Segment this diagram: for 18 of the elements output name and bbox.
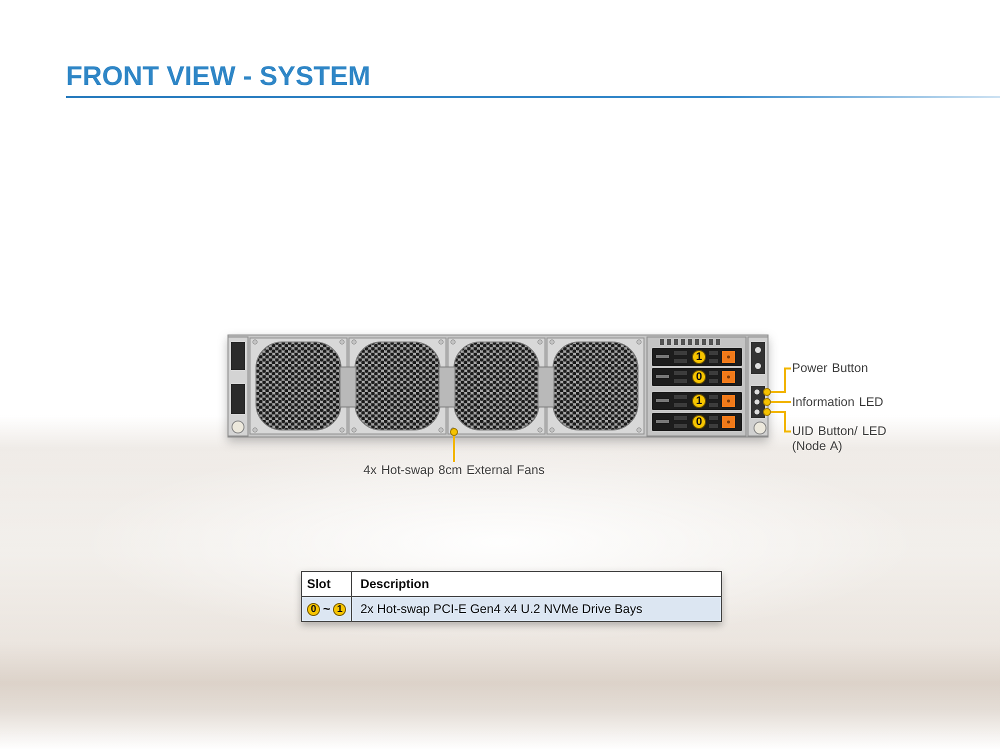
callout-dot <box>763 388 771 396</box>
callout-label: UID Button/ LED (Node A) <box>792 424 900 454</box>
callout-label: Information LED <box>792 395 884 410</box>
slot-number: 0 <box>307 602 320 616</box>
callout-label: Power Button <box>792 361 868 376</box>
callout-label: 4x Hot-swap 8cm External Fans <box>361 463 547 478</box>
description-cell: 2x Hot-swap PCI-E Gen4 x4 U.2 NVMe Drive Bays <box>352 596 722 622</box>
leader-line <box>453 436 455 462</box>
page-title: FRONT VIEW - SYSTEM <box>66 60 371 92</box>
leader-line <box>771 368 791 393</box>
callout-dot <box>763 408 771 416</box>
leader-line <box>771 401 791 403</box>
slot-number: 1 <box>333 602 346 616</box>
leader-line <box>771 411 791 432</box>
header-cell: Slot <box>302 572 352 596</box>
callout-dot <box>763 398 771 406</box>
header-cell: Description <box>352 572 722 596</box>
range-separator: ~ <box>323 602 330 616</box>
